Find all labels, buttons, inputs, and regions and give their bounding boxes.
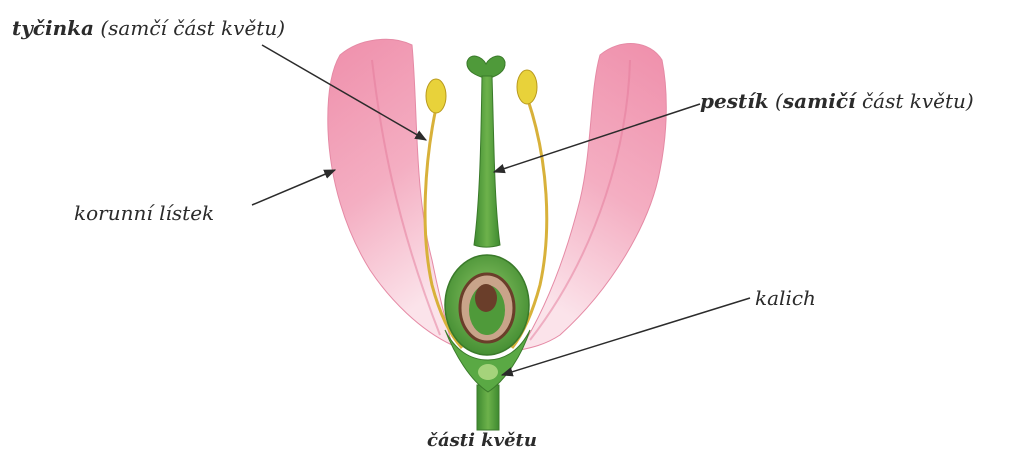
label-petal: korunní lístek bbox=[74, 203, 214, 223]
petal-right bbox=[520, 44, 666, 350]
label-pistil-mid-bold: samičí bbox=[783, 89, 856, 113]
label-pistil-rest: část květu) bbox=[856, 89, 974, 113]
pointer-petal bbox=[252, 170, 335, 205]
ovule bbox=[475, 284, 497, 312]
label-stamen-bold: tyčinka bbox=[12, 16, 94, 40]
label-stamen-rest: (samčí část květu) bbox=[94, 16, 285, 40]
figure-caption: části květu bbox=[427, 430, 537, 451]
stamen-left-anther bbox=[426, 79, 446, 113]
calyx-highlight bbox=[478, 364, 498, 380]
label-pistil-bold: pestík bbox=[700, 89, 769, 113]
label-stamen: tyčinka (samčí část květu) bbox=[12, 18, 285, 38]
label-calyx: kalich bbox=[755, 288, 816, 308]
label-pistil-open: ( bbox=[769, 89, 783, 113]
pistil-style bbox=[474, 76, 500, 247]
label-pistil: pestík (samičí část květu) bbox=[700, 91, 974, 111]
pistil-stigma bbox=[467, 56, 505, 78]
stamen-right-anther bbox=[517, 70, 537, 104]
